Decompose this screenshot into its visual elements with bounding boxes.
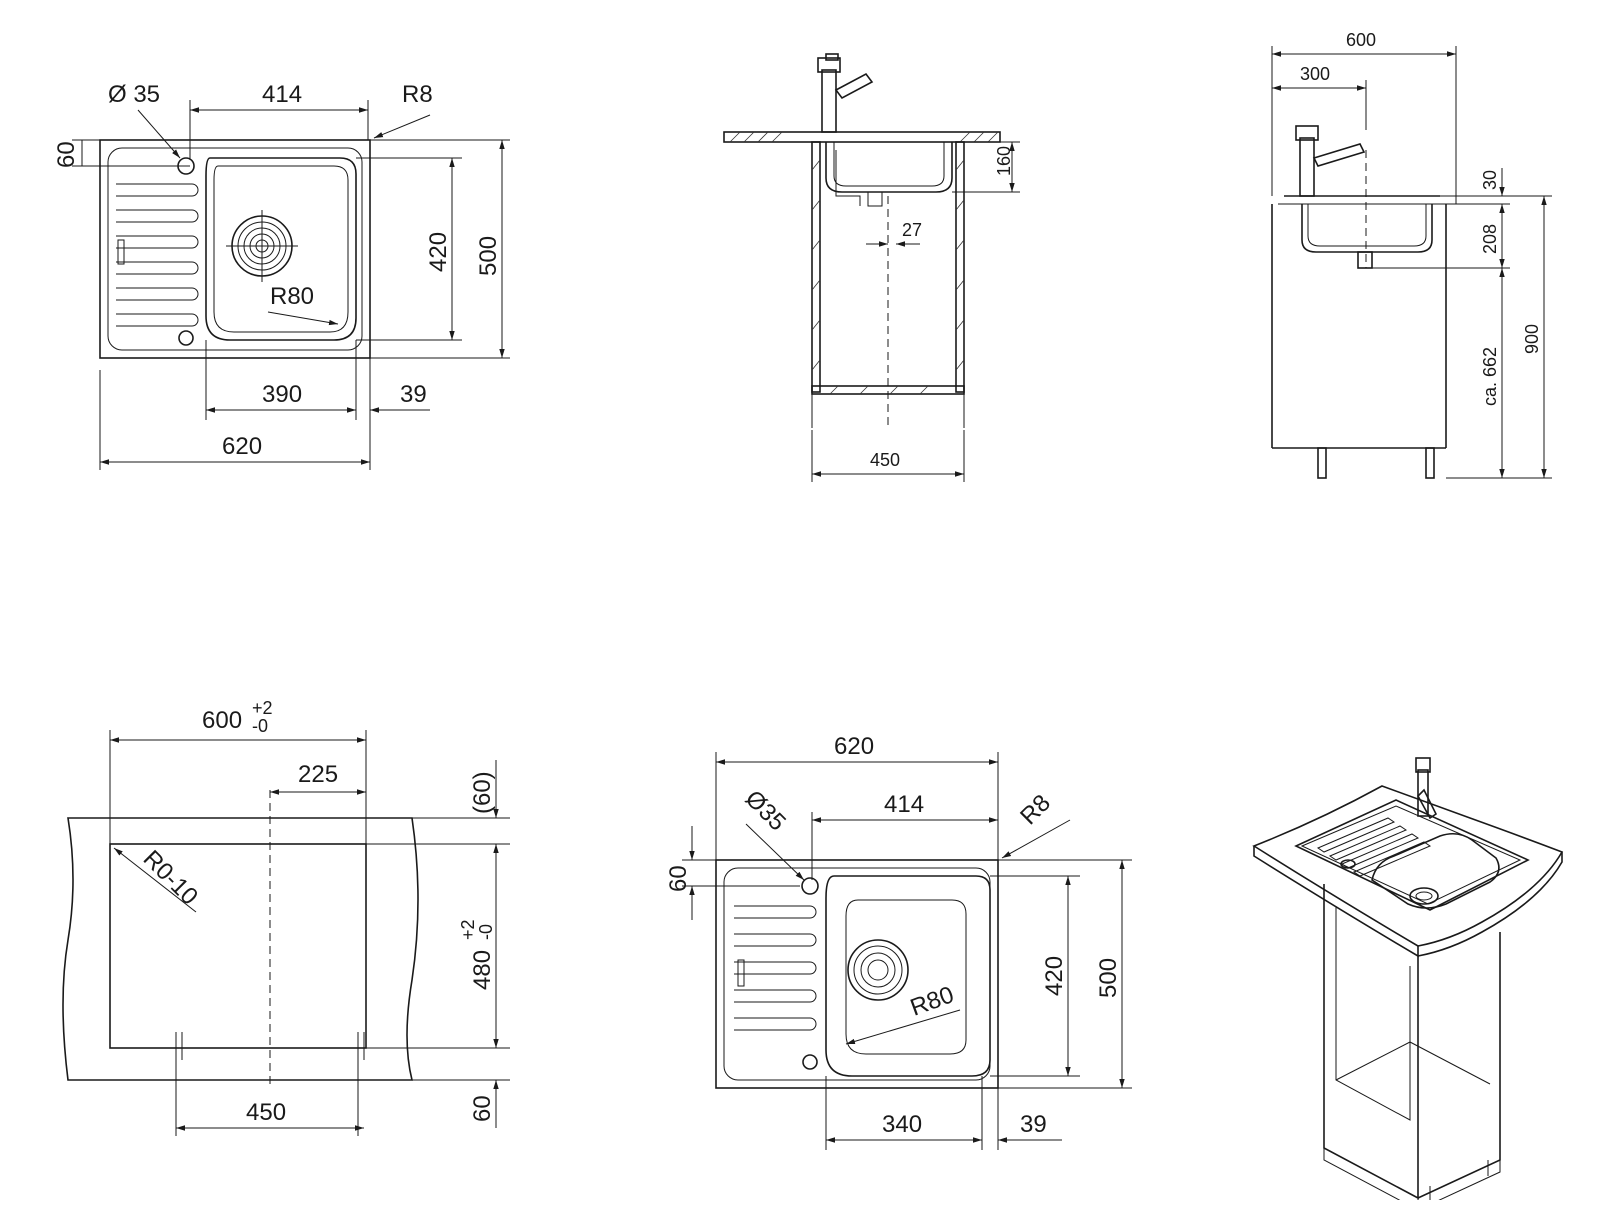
bowl-section bbox=[825, 142, 953, 193]
isometric-view bbox=[1252, 757, 1564, 1205]
waste-outlet bbox=[867, 192, 883, 207]
bowl-outline bbox=[205, 157, 357, 341]
label-39: 39 bbox=[400, 381, 427, 408]
label-tap-hole: Ø 35 bbox=[108, 81, 160, 108]
bowl-elevation bbox=[1301, 204, 1433, 253]
drainer-ribs bbox=[116, 183, 199, 327]
label-margin-top: (60) bbox=[469, 771, 496, 814]
label-420-2: 420 bbox=[1041, 956, 1068, 996]
cutout-view: 600 +2 -0 225 (60) R0-10 480 +2 -0 60 45… bbox=[62, 698, 510, 1136]
drain-strainer-2 bbox=[847, 939, 909, 1001]
label-414: 414 bbox=[262, 81, 302, 108]
leader-r0-10 bbox=[113, 847, 197, 913]
label-414-2: 414 bbox=[884, 791, 924, 818]
cabinet-wall-right bbox=[955, 141, 965, 393]
side-section-view: 160 27 450 bbox=[723, 53, 1020, 482]
tap-side bbox=[817, 53, 874, 133]
label-30: 30 bbox=[1480, 170, 1500, 190]
label-480: 480 bbox=[469, 950, 496, 990]
elevation-view: 600 300 30 208 ca. 662 900 bbox=[1271, 30, 1552, 479]
label-340: 340 bbox=[882, 1111, 922, 1138]
label-ca-662: ca. 662 bbox=[1480, 347, 1500, 406]
leader-tap-hole bbox=[137, 109, 181, 159]
second-top-view: 620 Ø35 414 R8 60 R80 420 500 340 39 bbox=[665, 733, 1132, 1150]
label-r0-10: R0-10 bbox=[138, 845, 203, 910]
leader-r80 bbox=[267, 311, 339, 326]
label-450: 450 bbox=[870, 450, 900, 470]
bowl-outline-2 bbox=[825, 875, 991, 1077]
label-tap-hole-2: Ø35 bbox=[740, 785, 791, 836]
label-600-cutout: 600 bbox=[202, 707, 242, 734]
label-620: 620 bbox=[222, 433, 262, 460]
label-160: 160 bbox=[994, 146, 1014, 176]
cabinet-leg-right bbox=[1425, 447, 1435, 479]
sink-outline bbox=[99, 139, 371, 359]
label-450-cutout: 450 bbox=[246, 1099, 286, 1126]
label-r8: R8 bbox=[402, 81, 433, 108]
iso-bowl bbox=[1371, 832, 1500, 909]
label-600-tol-plus: +2 bbox=[252, 698, 273, 718]
sink-outline-2 bbox=[715, 859, 999, 1089]
label-480-tol-plus: +2 bbox=[458, 919, 478, 940]
bowl-inner-outline bbox=[213, 165, 349, 333]
tap-hole-2 bbox=[801, 877, 819, 895]
label-480-tol-minus: -0 bbox=[476, 924, 496, 940]
overflow-hole-2 bbox=[802, 1054, 818, 1070]
label-39-2: 39 bbox=[1020, 1111, 1047, 1138]
iso-cabinet-side bbox=[1417, 932, 1501, 1199]
label-225: 225 bbox=[298, 761, 338, 788]
waste-elevation bbox=[1357, 251, 1373, 269]
label-tap-offset-2: 60 bbox=[665, 865, 692, 892]
label-300: 300 bbox=[1300, 64, 1330, 84]
label-420: 420 bbox=[425, 232, 452, 272]
leader-r8-2 bbox=[1001, 819, 1071, 859]
label-900: 900 bbox=[1522, 324, 1542, 354]
label-390: 390 bbox=[262, 381, 302, 408]
label-500: 500 bbox=[475, 236, 502, 276]
label-tap-offset: 60 bbox=[53, 141, 80, 168]
top-view: Ø 35 414 R8 60 420 500 R80 390 39 620 bbox=[53, 81, 510, 470]
leader-r8 bbox=[373, 114, 431, 139]
label-600-elev: 600 bbox=[1346, 30, 1376, 50]
iso-drain bbox=[1409, 887, 1439, 905]
label-208: 208 bbox=[1480, 224, 1500, 254]
cutout-rectangle bbox=[109, 843, 367, 1049]
label-600-tol-minus: -0 bbox=[252, 716, 268, 736]
tap-elevation bbox=[1295, 125, 1366, 197]
cabinet-leg-left bbox=[1317, 447, 1327, 479]
overflow-hole bbox=[178, 330, 194, 346]
countertop bbox=[723, 131, 1001, 143]
cabinet-wall-left bbox=[811, 141, 821, 393]
iso-drainer-ribs bbox=[1316, 817, 1432, 877]
label-r8-2: R8 bbox=[1015, 789, 1056, 830]
label-620-2: 620 bbox=[834, 733, 874, 760]
leader-tap-hole-2 bbox=[745, 823, 805, 881]
label-r80: R80 bbox=[270, 283, 314, 310]
sink-inner-rim bbox=[107, 147, 363, 351]
iso-cabinet-front bbox=[1323, 884, 1419, 1200]
label-27: 27 bbox=[902, 220, 922, 240]
label-r80-2: R80 bbox=[907, 981, 958, 1021]
label-margin-bottom: 60 bbox=[469, 1095, 496, 1122]
countertop-outline bbox=[62, 817, 419, 1081]
drainer-ribs-2 bbox=[734, 905, 817, 1031]
leader-r80-2 bbox=[845, 1009, 961, 1045]
label-500-2: 500 bbox=[1095, 958, 1122, 998]
iso-tap bbox=[1340, 757, 1438, 869]
